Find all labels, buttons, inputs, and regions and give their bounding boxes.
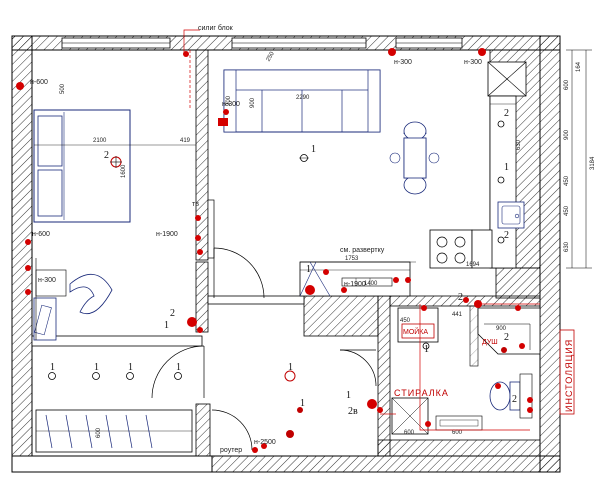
dim-900-r: 900 — [564, 129, 570, 140]
label-sm-razvertku: см. развертку — [340, 247, 385, 254]
marker-2-bath-c: 2 — [512, 394, 517, 405]
marker-2-kitchen-b: 2 — [504, 230, 509, 241]
label-router: роутер — [220, 447, 242, 454]
height-1900: н-1900 — [156, 231, 178, 238]
dim-441: 441 — [452, 312, 463, 318]
dim-450-r1: 450 — [564, 175, 570, 186]
dim-450-r2: 450 — [564, 205, 570, 216]
marker-1-counter: 1 — [306, 264, 311, 275]
bedroom: 600 2100 419 1600 — [33, 109, 196, 453]
marker-1-living: 1 — [311, 144, 316, 155]
height-300-b: н-300 — [394, 59, 412, 66]
label-silig-block: силиг блок — [198, 24, 234, 32]
height-600-b: н-600 — [32, 231, 50, 238]
label-tv: тв — [192, 201, 199, 208]
bathroom: МОЙКА 450 441 900 ДУШ СТИРАЛКА 600 600 И… — [391, 307, 575, 436]
dim-1753: 1753 — [345, 256, 359, 262]
windows — [61, 37, 463, 49]
marker-1-hall-b: 1 — [300, 398, 305, 409]
dim-500: 500 — [60, 83, 66, 94]
dining-table — [389, 121, 440, 195]
sockets — [16, 48, 533, 453]
marker-1-bath: 1 — [424, 344, 429, 355]
label-moika: МОЙКА — [403, 327, 428, 336]
dim-wardrobe: 600 — [96, 427, 102, 438]
height-1900-b: н-1900 — [344, 281, 366, 288]
dim-1600: 1600 — [121, 164, 127, 178]
wiring — [183, 29, 540, 431]
dim-600-a: 600 — [404, 430, 415, 436]
outer-walls — [11, 35, 561, 473]
dim-1400: 1400 — [364, 281, 378, 287]
dim-3184: 3184 — [590, 156, 596, 170]
light-fixtures — [48, 120, 507, 438]
dim-450-bath: 450 — [400, 318, 411, 324]
dim-630: 630 — [516, 139, 522, 150]
dim-164: 164 — [576, 61, 582, 72]
dim-250: 250 — [266, 50, 277, 62]
dim-600-b: 600 — [452, 430, 463, 436]
sofa-size: 2290 — [296, 95, 310, 101]
marker-1-c: 1 — [128, 362, 133, 373]
dim-419: 419 — [180, 138, 191, 144]
marker-1-kitchen: 1 — [504, 162, 509, 173]
marker-2-bedroom: 2 — [104, 150, 109, 161]
dim-630-r: 630 — [564, 241, 570, 252]
marker-1-d: 1 — [176, 362, 181, 373]
height-300-a: н-300 — [222, 101, 240, 108]
dim-600-r: 600 — [564, 79, 570, 90]
dim-900-shower: 900 — [496, 326, 507, 332]
right-dimensions: 164 3184 600 900 450 450 630 500 900 630 — [60, 49, 596, 269]
marker-2v: 2в — [348, 406, 358, 417]
height-2500: н-2500 — [254, 439, 276, 446]
marker-1-e: 1 — [164, 320, 169, 331]
marker-1-hall: 1 — [288, 362, 293, 373]
dim-900-ac: 900 — [226, 95, 232, 106]
dim-1694: 1694 — [466, 262, 480, 268]
marker-2-bath-b: 2 — [504, 332, 509, 343]
marker-1-a: 1 — [50, 362, 55, 373]
height-300-d: н-300 — [38, 277, 56, 284]
marker-2-bath-a: 2 — [458, 292, 463, 303]
label-instalyaciya: ИНСТОЛЯЦИЯ — [564, 339, 574, 412]
label-stiralka: СТИРАЛКА — [394, 388, 449, 398]
sofa — [223, 69, 381, 133]
living-room: 2290 250 900 — [207, 50, 440, 259]
label-dush: ДУШ — [482, 339, 498, 346]
marker-2-e: 2 — [170, 308, 175, 319]
bed-size: 2100 — [93, 138, 107, 144]
marker-1-bath-door: 1 — [346, 390, 351, 401]
height-300-c: н-300 — [464, 59, 482, 66]
height-600-a: н-600 — [30, 79, 48, 86]
marker-1-b: 1 — [94, 362, 99, 373]
dim-900-sofa: 900 — [250, 97, 256, 108]
marker-2-kitchen-a: 2 — [504, 108, 509, 119]
doors — [151, 247, 377, 451]
